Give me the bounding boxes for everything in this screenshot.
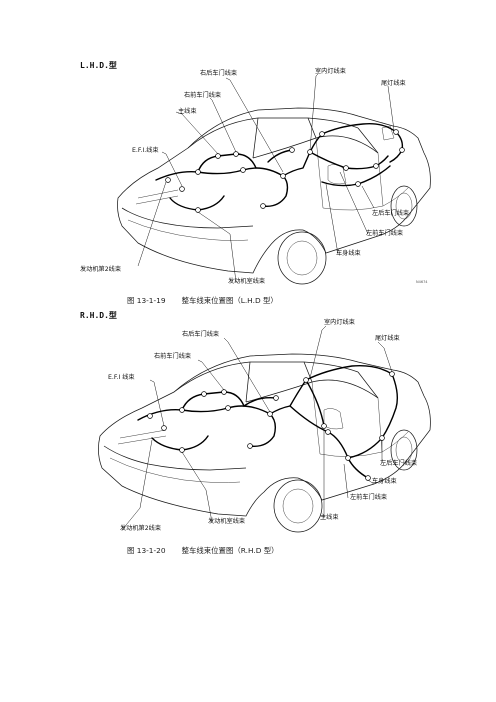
connector (195, 207, 201, 213)
label-body-harness: 车身线束 (372, 478, 397, 485)
connector (161, 425, 167, 431)
connector (247, 443, 253, 449)
connector (225, 405, 231, 411)
lhd-figure: L.H.D.型 右后车门线束 室内灯线束 尾灯线束 右前车门线束 主线束 E.F… (78, 58, 434, 290)
connector (267, 411, 273, 417)
label-body-harness: 车身线束 (336, 250, 361, 257)
label-tail-lamp-harness: 尾灯线束 (381, 80, 406, 87)
label-right-rear-door-harness: 右后车门线束 (182, 331, 220, 338)
caption-number: 图 13-1-19 (127, 296, 166, 305)
label-left-front-door-harness: 左前车门线束 (350, 494, 388, 501)
label-right-rear-door-harness: 右后车门线束 (200, 70, 238, 77)
connector (307, 149, 313, 155)
connector (321, 423, 327, 429)
label-leaders (121, 325, 393, 531)
connector (201, 391, 207, 397)
lhd-caption: 图 13-1-19 整车线束位置图（L.H.D 型） (127, 295, 278, 306)
connector (393, 129, 399, 135)
connector (240, 167, 246, 173)
connector (343, 165, 349, 171)
type-label: R.H.D.型 (80, 311, 117, 320)
connector (355, 181, 361, 187)
wire-harness (137, 364, 399, 479)
connector (345, 455, 351, 461)
label-left-rear-door-harness: 左后车门线束 (380, 460, 418, 467)
label-efi-harness: E.F.I 线束 (108, 374, 135, 381)
label-dome-lamp-harness: 室内灯线束 (315, 68, 346, 75)
label-engine-no2-harness: 发动机第2线束 (120, 525, 162, 532)
connector (221, 389, 227, 395)
wire-harness (155, 122, 404, 211)
type-label: L.H.D.型 (80, 61, 117, 70)
connector (289, 147, 295, 153)
connector (365, 475, 371, 481)
connector (389, 371, 395, 377)
connector (325, 429, 331, 435)
connector (215, 153, 221, 159)
connector (280, 173, 286, 179)
caption-number: 图 13-1-20 (127, 546, 166, 555)
car-outline (117, 107, 431, 285)
connector (260, 203, 266, 209)
rhd-figure: R.H.D.型 室内灯线束 右后车门线束 尾灯线束 右前车门线束 E.F.I 线… (78, 308, 434, 544)
connector (233, 151, 239, 157)
connector (319, 131, 325, 137)
connector (379, 435, 385, 441)
connector (179, 186, 185, 192)
figure-code: N4674 (416, 280, 428, 284)
caption-text: 整车线束位置图（L.H.D 型） (181, 296, 278, 305)
label-left-rear-door-harness: 左后车门线束 (372, 210, 410, 217)
connector (195, 169, 201, 175)
connector (179, 447, 185, 453)
label-efi-harness: E.F.I.线束 (132, 147, 159, 154)
label-tail-lamp-harness: 尾灯线束 (375, 335, 400, 342)
connectors (147, 371, 395, 481)
connector (399, 147, 405, 153)
label-left-front-door-harness: 左前车门线束 (366, 230, 404, 237)
connectors (165, 129, 405, 213)
connector (303, 377, 309, 383)
connector (147, 413, 153, 419)
connector (373, 163, 379, 169)
label-dome-lamp-harness: 室内灯线束 (324, 319, 355, 326)
caption-text: 整车线束位置图（R.H.D 型） (181, 546, 279, 555)
car-outline (98, 353, 431, 533)
label-main-harness: 主线束 (320, 514, 339, 521)
connector (273, 395, 279, 401)
connector (179, 407, 185, 413)
label-engine-room-harness: 发动机室线束 (228, 278, 266, 285)
label-right-front-door-harness: 右前车门线束 (154, 353, 192, 360)
label-engine-room-harness: 发动机室线束 (208, 518, 246, 525)
label-engine-no2-harness: 发动机第2线束 (80, 266, 122, 273)
label-leaders (137, 73, 395, 283)
rhd-car-harness-diagram (98, 325, 431, 533)
lhd-car-harness-diagram (117, 73, 431, 285)
label-main-harness: 主线束 (178, 108, 197, 115)
label-right-front-door-harness: 右前车门线束 (184, 92, 222, 99)
rhd-caption: 图 13-1-20 整车线束位置图（R.H.D 型） (127, 545, 279, 556)
connector (165, 177, 171, 183)
